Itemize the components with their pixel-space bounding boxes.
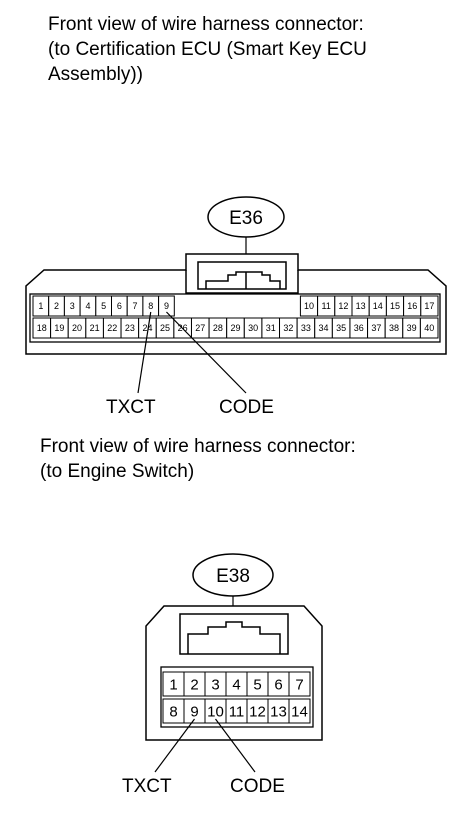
- connector-e36-leaders: [137, 311, 247, 394]
- connector-e36-pin-7: 7: [133, 301, 138, 311]
- connector-e36-pin-6: 6: [117, 301, 122, 311]
- connector-e38-pin-2: 2: [190, 676, 198, 693]
- connector-e36-latch: [197, 261, 287, 290]
- connector-e36-pin-36: 36: [354, 323, 364, 333]
- connector-e36-pin-4: 4: [85, 301, 90, 311]
- connector-e36-pin-22: 22: [107, 323, 117, 333]
- connector-e38-pin-14: 14: [291, 703, 308, 720]
- connector-e36-pin-2: 2: [54, 301, 59, 311]
- connector1-title: Front view of wire harness connector: (t…: [48, 12, 367, 87]
- connector-e36-pin-20: 20: [72, 323, 82, 333]
- connector-e38-leader-txct: [154, 718, 195, 773]
- connector-e36-pin-28: 28: [213, 323, 223, 333]
- connector-e36-housing: [25, 253, 447, 355]
- connector-e38-leaders: [154, 718, 256, 773]
- connector-e36-pin-16: 16: [407, 301, 417, 311]
- connector1-title-line-2: (to Certification ECU (Smart Key ECU: [48, 39, 367, 60]
- connector-e38-pin-6: 6: [274, 676, 282, 693]
- connector-e36-pin-37: 37: [371, 323, 381, 333]
- connector-e36-pin-11: 11: [322, 301, 331, 311]
- connector-e36-pin-24: 24: [142, 323, 152, 333]
- connector-e36-leader-txct: [137, 311, 152, 394]
- connector-e38-code: E38: [216, 566, 250, 587]
- connector-e36-pin-35: 35: [336, 323, 346, 333]
- connector-e38-pin-10: 10: [207, 703, 224, 720]
- connector2-title-line-1: Front view of wire harness connector:: [40, 436, 356, 457]
- connector-e38-signal-txct: TXCT: [122, 776, 172, 797]
- connector2-title: Front view of wire harness connector: (t…: [40, 434, 356, 484]
- connector-e36-pin-18: 18: [37, 323, 47, 333]
- connector-e38: [145, 553, 323, 741]
- connector-e36-signal-txct: TXCT: [106, 397, 156, 418]
- connector-e36-pin-14: 14: [373, 301, 383, 311]
- connector-e36-code: E36: [229, 208, 263, 229]
- connector-e38-pin-3: 3: [211, 676, 219, 693]
- connector-e38-leader-code: [215, 718, 256, 773]
- connector-e38-pin-7-cell: [288, 671, 311, 697]
- connector-e38-pin-9: 9: [190, 703, 198, 720]
- connector-e38-signal-code: CODE: [230, 776, 285, 797]
- connector-e36-pin-40-cell: [419, 317, 439, 339]
- connector-e36-pin-13: 13: [356, 301, 366, 311]
- connector2-title-line-2: (to Engine Switch): [40, 461, 195, 482]
- connector-e38-latch: [179, 613, 289, 655]
- connector-e36-pin-34: 34: [319, 323, 329, 333]
- connector-e36-pin-38: 38: [389, 323, 399, 333]
- connector-e38-pin-14-cell: [288, 698, 311, 724]
- connector-e38-pin-1: 1: [169, 676, 177, 693]
- connector-e36-leader-code: [166, 311, 247, 394]
- connector-e36: [25, 196, 447, 355]
- connector-e36-pin-31: 31: [266, 323, 276, 333]
- connector-e38-pin-12: 12: [249, 703, 266, 720]
- connector-e36-pin-40: 40: [424, 323, 434, 333]
- connector-e38-pin-13: 13: [270, 703, 287, 720]
- connector-e36-pin-30: 30: [248, 323, 258, 333]
- connector-e36-pin-27: 27: [195, 323, 205, 333]
- connector-e38-housing: [145, 605, 323, 741]
- connector-e36-pin-23: 23: [125, 323, 135, 333]
- connector-e38-pin-7: 7: [295, 676, 303, 693]
- connector-e36-pin-17: 17: [424, 301, 434, 311]
- connector-e36-pin-5: 5: [101, 301, 106, 311]
- connector-e36-pin-12: 12: [338, 301, 348, 311]
- connector-e36-pin-10: 10: [304, 301, 314, 311]
- connector-e36-pin-21: 21: [90, 323, 100, 333]
- connector-e38-pin-5: 5: [253, 676, 261, 693]
- connector-e36-pin-15: 15: [390, 301, 400, 311]
- connector-e36-pin-33: 33: [301, 323, 311, 333]
- connector-e36-pin-25: 25: [160, 323, 170, 333]
- connector-e36-pin-19: 19: [54, 323, 64, 333]
- connector-e36-pin-8: 8: [148, 301, 153, 311]
- connector-e38-pin-8: 8: [169, 703, 177, 720]
- connector1-title-line-1: Front view of wire harness connector:: [48, 14, 364, 35]
- connector-e36-pin-29: 29: [230, 323, 240, 333]
- connector-e36-signal-code: CODE: [219, 397, 274, 418]
- connector-e36-pin-9: 9: [164, 301, 169, 311]
- connector-e36-pin-9-cell: [158, 295, 175, 317]
- connector-e38-pin-11: 11: [229, 703, 245, 720]
- connector-e38-pin-4: 4: [232, 676, 240, 693]
- connector-e36-pin-3: 3: [70, 301, 75, 311]
- connector-e36-pin-17-cell: [420, 295, 439, 317]
- connector1-title-line-3: Assembly)): [48, 64, 144, 85]
- connector-e36-pin-1: 1: [38, 301, 43, 311]
- connector-e36-pin-32: 32: [283, 323, 293, 333]
- connector-e36-pin-39: 39: [407, 323, 417, 333]
